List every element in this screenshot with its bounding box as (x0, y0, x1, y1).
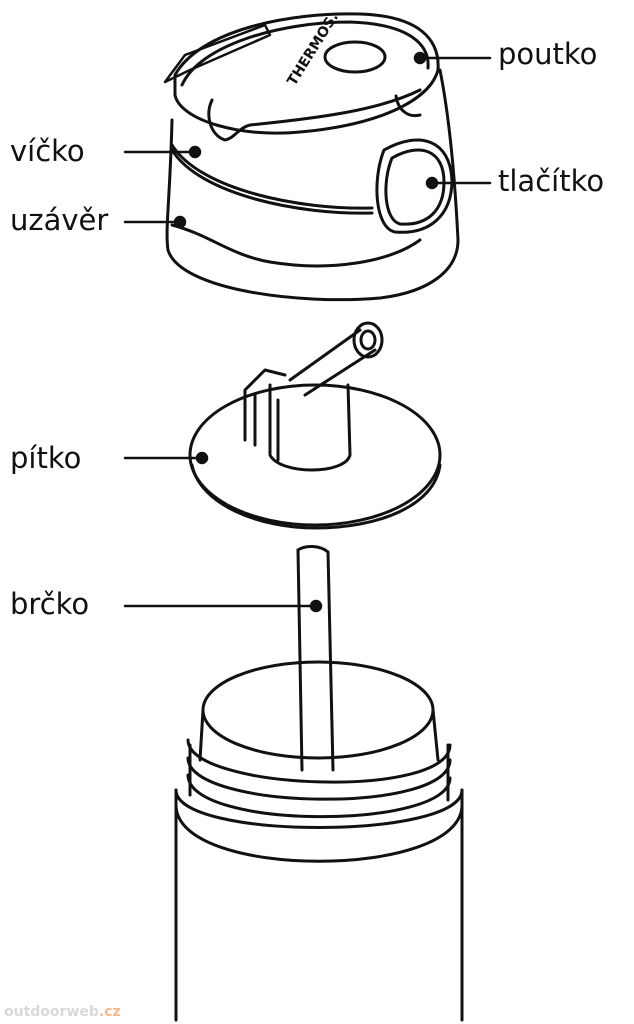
brand-mark: THERMOS. (284, 10, 341, 89)
straw (296, 545, 335, 772)
watermark: outdoorweb.cz (4, 1004, 121, 1020)
label-lid: víčko (10, 134, 85, 168)
label-button: tlačítko (498, 164, 605, 198)
bottle-body (174, 660, 464, 1022)
watermark-name: outdoorweb (4, 1004, 99, 1020)
label-closure: uzávěr (10, 203, 109, 237)
watermark-tld: .cz (98, 1004, 121, 1020)
lid-assembly: THERMOS. (163, 10, 460, 302)
label-spout: pítko (10, 441, 82, 475)
spout-assembly (188, 321, 442, 530)
label-strap: poutko (498, 37, 598, 71)
leader-lines (123, 51, 492, 613)
label-straw: brčko (10, 587, 90, 621)
